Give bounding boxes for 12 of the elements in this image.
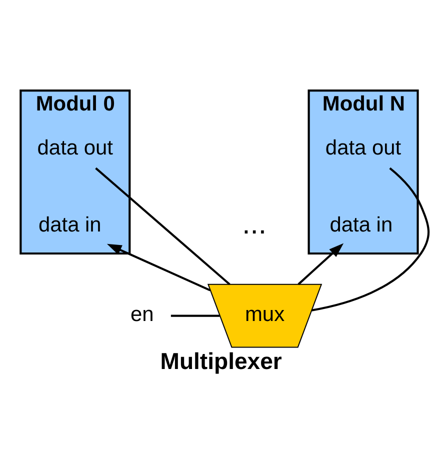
arrow <box>106 244 211 292</box>
node-text: data in <box>38 214 102 236</box>
connector <box>170 314 220 317</box>
node-text: data in <box>330 214 393 236</box>
label: ... <box>242 207 267 240</box>
node-text: data out <box>37 136 113 160</box>
node-text: en <box>130 303 154 326</box>
node-text: data out <box>325 136 402 160</box>
connector <box>95 167 230 286</box>
connector <box>312 167 430 312</box>
caption: Multiplexer <box>160 348 282 374</box>
arrow <box>298 243 344 286</box>
